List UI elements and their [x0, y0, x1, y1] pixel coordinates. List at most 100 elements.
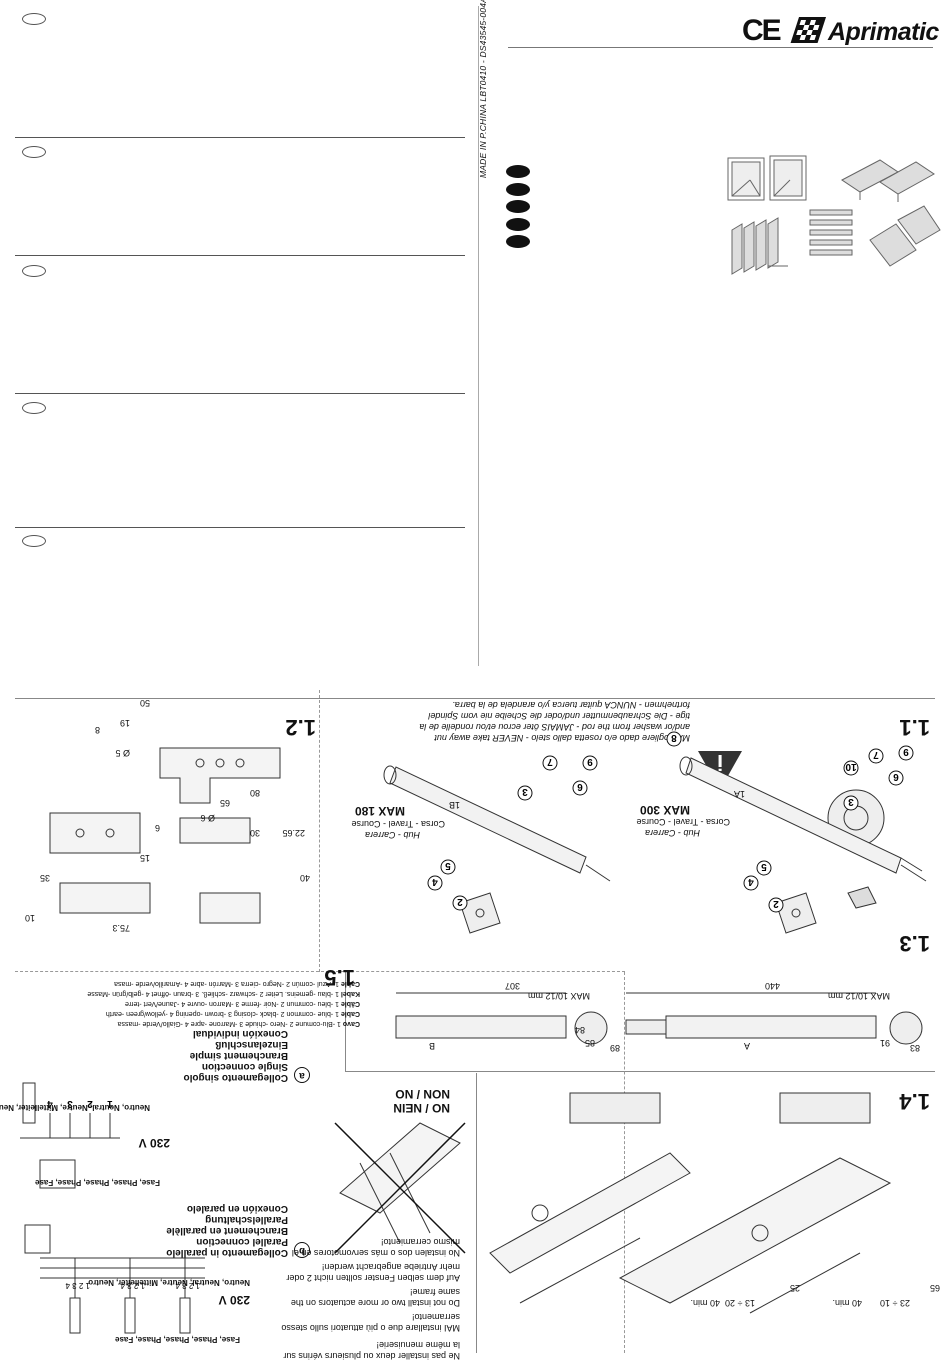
terminal-3: 3	[67, 1098, 73, 1109]
stroke-label2-1a: Hub - Carrera	[644, 828, 700, 838]
lang-dot-en	[506, 183, 530, 196]
dim-max-nut-a: MAX 10/12 mm	[827, 991, 890, 1001]
warning-line-3: tige - Die Schraubenmutter und/oder die …	[428, 711, 690, 721]
section-rule	[15, 393, 465, 394]
no-text-4: Ne pas installer deux ou plusieurs vérin…	[283, 1351, 460, 1361]
panel-rule-v	[319, 690, 320, 972]
part-6: 6	[893, 771, 899, 782]
dim-40min-b: 40 min.	[832, 1298, 862, 1308]
dim-307: 307	[504, 981, 520, 991]
voltage-b: 230 V	[218, 1293, 250, 1307]
cable-row: Cable 1 -Azul -común 2 -Negro -cierra 3 …	[114, 980, 360, 987]
svg-text:9: 9	[587, 756, 593, 767]
part-8: 8	[671, 732, 677, 743]
svg-text:1 2 3 4: 1 2 3 4	[65, 1281, 90, 1290]
stroke-label-1a: Corsa - Travel - Course	[636, 817, 730, 827]
part-10: 10	[845, 761, 857, 772]
section-rule	[15, 137, 465, 138]
neutral-b: Neutro, Neutral, Neutre, Mittelleiter, N…	[88, 1278, 250, 1287]
dim-65b: 65	[929, 1283, 940, 1293]
no-label-1: NO / NEIN	[393, 1101, 450, 1115]
no-text-2: Do not install two or more actuators on …	[290, 1298, 460, 1308]
lang-dot-es	[506, 235, 530, 248]
dim-50: 50	[139, 698, 150, 708]
dim-22-65: 22.65	[282, 828, 305, 838]
no-double-actuator-drawing	[334, 1122, 466, 1254]
dim-max-nut-b: MAX 10/12 mm	[527, 991, 590, 1001]
phase-a: Fase, Phase, Phase, Phase, Fase	[35, 1178, 160, 1187]
lang-flag-oval	[22, 402, 46, 414]
dim-10: 10	[24, 913, 35, 923]
cable-row: Câble 1 -bleu -commun 2 -Noir -ferme 3 -…	[124, 1000, 360, 1007]
dim-75-3: 75.3	[112, 923, 130, 933]
actuator-1b-id: 1B	[448, 800, 460, 810]
actuator-1a-id: 1A	[733, 789, 745, 799]
part-2: 2	[773, 898, 779, 909]
svg-text:3: 3	[522, 786, 528, 797]
dim-40min-a: 40 min.	[690, 1298, 720, 1308]
dim-83: 83	[909, 1043, 920, 1053]
made-in-label: MADE IN P.CHINA LBT0410 - DS43545-004A	[478, 0, 488, 178]
part-9: 9	[903, 746, 909, 757]
figures-panel: 1.1 1.2 1.3 1.4 1.5 i MAI togliere dado …	[0, 690, 950, 1361]
max300-label: MAX 300	[639, 803, 690, 817]
lang-dot-it	[506, 165, 530, 178]
terminal-4: 4	[47, 1098, 53, 1109]
label-b: B	[428, 1041, 435, 1051]
conn-a-line: Conexión individual	[192, 1028, 288, 1039]
conn-a-line: Einzelanschluß	[215, 1039, 288, 1050]
cable-row: Kabel 1 -blau -gemeins. Leiter 2 -schwar…	[87, 990, 360, 997]
dim-80: 80	[249, 788, 260, 798]
svg-text:i: i	[717, 750, 723, 775]
part-7: 7	[873, 749, 879, 760]
no-text-3: same frame!	[409, 1287, 460, 1297]
conn-a-line: Collegamento singolo	[183, 1072, 288, 1083]
svg-text:4: 4	[432, 876, 438, 887]
header-rule	[508, 47, 933, 48]
dim-85: 85	[584, 1038, 595, 1048]
dim-440: 440	[764, 981, 780, 991]
logo-flag-icon	[790, 17, 827, 43]
lang-dot-fr	[506, 200, 530, 213]
connection-a-letter: a	[294, 1067, 310, 1083]
no-text-9: mismo cerramiento!	[380, 1237, 460, 1247]
svg-text:7: 7	[547, 756, 553, 767]
lang-dot-de	[506, 218, 530, 231]
dim-84: 84	[574, 1025, 585, 1035]
svg-text:1 2 3 4: 1 2 3 4	[120, 1281, 145, 1290]
window-types-illustration	[727, 155, 941, 275]
wiring-diagram-b: 1 2 3 4 1 2 3 4 1 2 3 4	[24, 1224, 205, 1334]
dim-25: 25	[789, 1283, 800, 1293]
dim-15: 15	[139, 853, 150, 863]
conn-a-line: Single connection	[201, 1061, 288, 1072]
no-text-1: serramento!	[411, 1312, 460, 1322]
panel-rule-dashed	[15, 971, 625, 972]
lang-flag-oval	[22, 13, 46, 25]
part-4: 4	[748, 876, 754, 887]
phase-b: Fase, Phase, Phase, Phase, Fase	[115, 1335, 240, 1344]
dim-91: 91	[879, 1038, 890, 1048]
lang-flag-oval	[22, 265, 46, 277]
wiring-diagram-a: 1 2 3 4	[20, 1082, 120, 1189]
section-rule	[15, 255, 465, 256]
no-text-5: la même menuiserie!	[376, 1340, 460, 1350]
connection-a: a Collegamento singolo Single connection…	[184, 1028, 310, 1083]
connection-b-letter: b	[294, 1242, 310, 1258]
no-text-7: mehr Antriebe angebracht werden!	[321, 1262, 460, 1272]
no-text-0: MAI installare due o più attuatori sullo…	[281, 1323, 460, 1333]
aprimatic-logo: Aprimatic	[790, 14, 940, 50]
no-text-6: Auf dem selben Fenster sollten nicht 2 o…	[286, 1273, 460, 1283]
dim-13-20: 13 ÷ 20	[725, 1298, 755, 1308]
label-a: A	[743, 1041, 750, 1051]
dim-phi6: Ø 6	[200, 813, 215, 823]
svg-text:1 2 3 4: 1 2 3 4	[175, 1281, 200, 1290]
panel-rule-v	[476, 1073, 477, 1353]
part-5: 5	[761, 861, 767, 872]
lang-flag-oval	[22, 535, 46, 547]
dim-35: 35	[39, 873, 50, 883]
terminal-2: 2	[87, 1098, 93, 1109]
dim-23-10: 23 ÷ 10	[880, 1298, 910, 1308]
svg-text:5: 5	[445, 860, 451, 871]
dim-phi5: Ø 5	[115, 748, 130, 758]
no-label-2: NON / NO	[395, 1087, 450, 1101]
